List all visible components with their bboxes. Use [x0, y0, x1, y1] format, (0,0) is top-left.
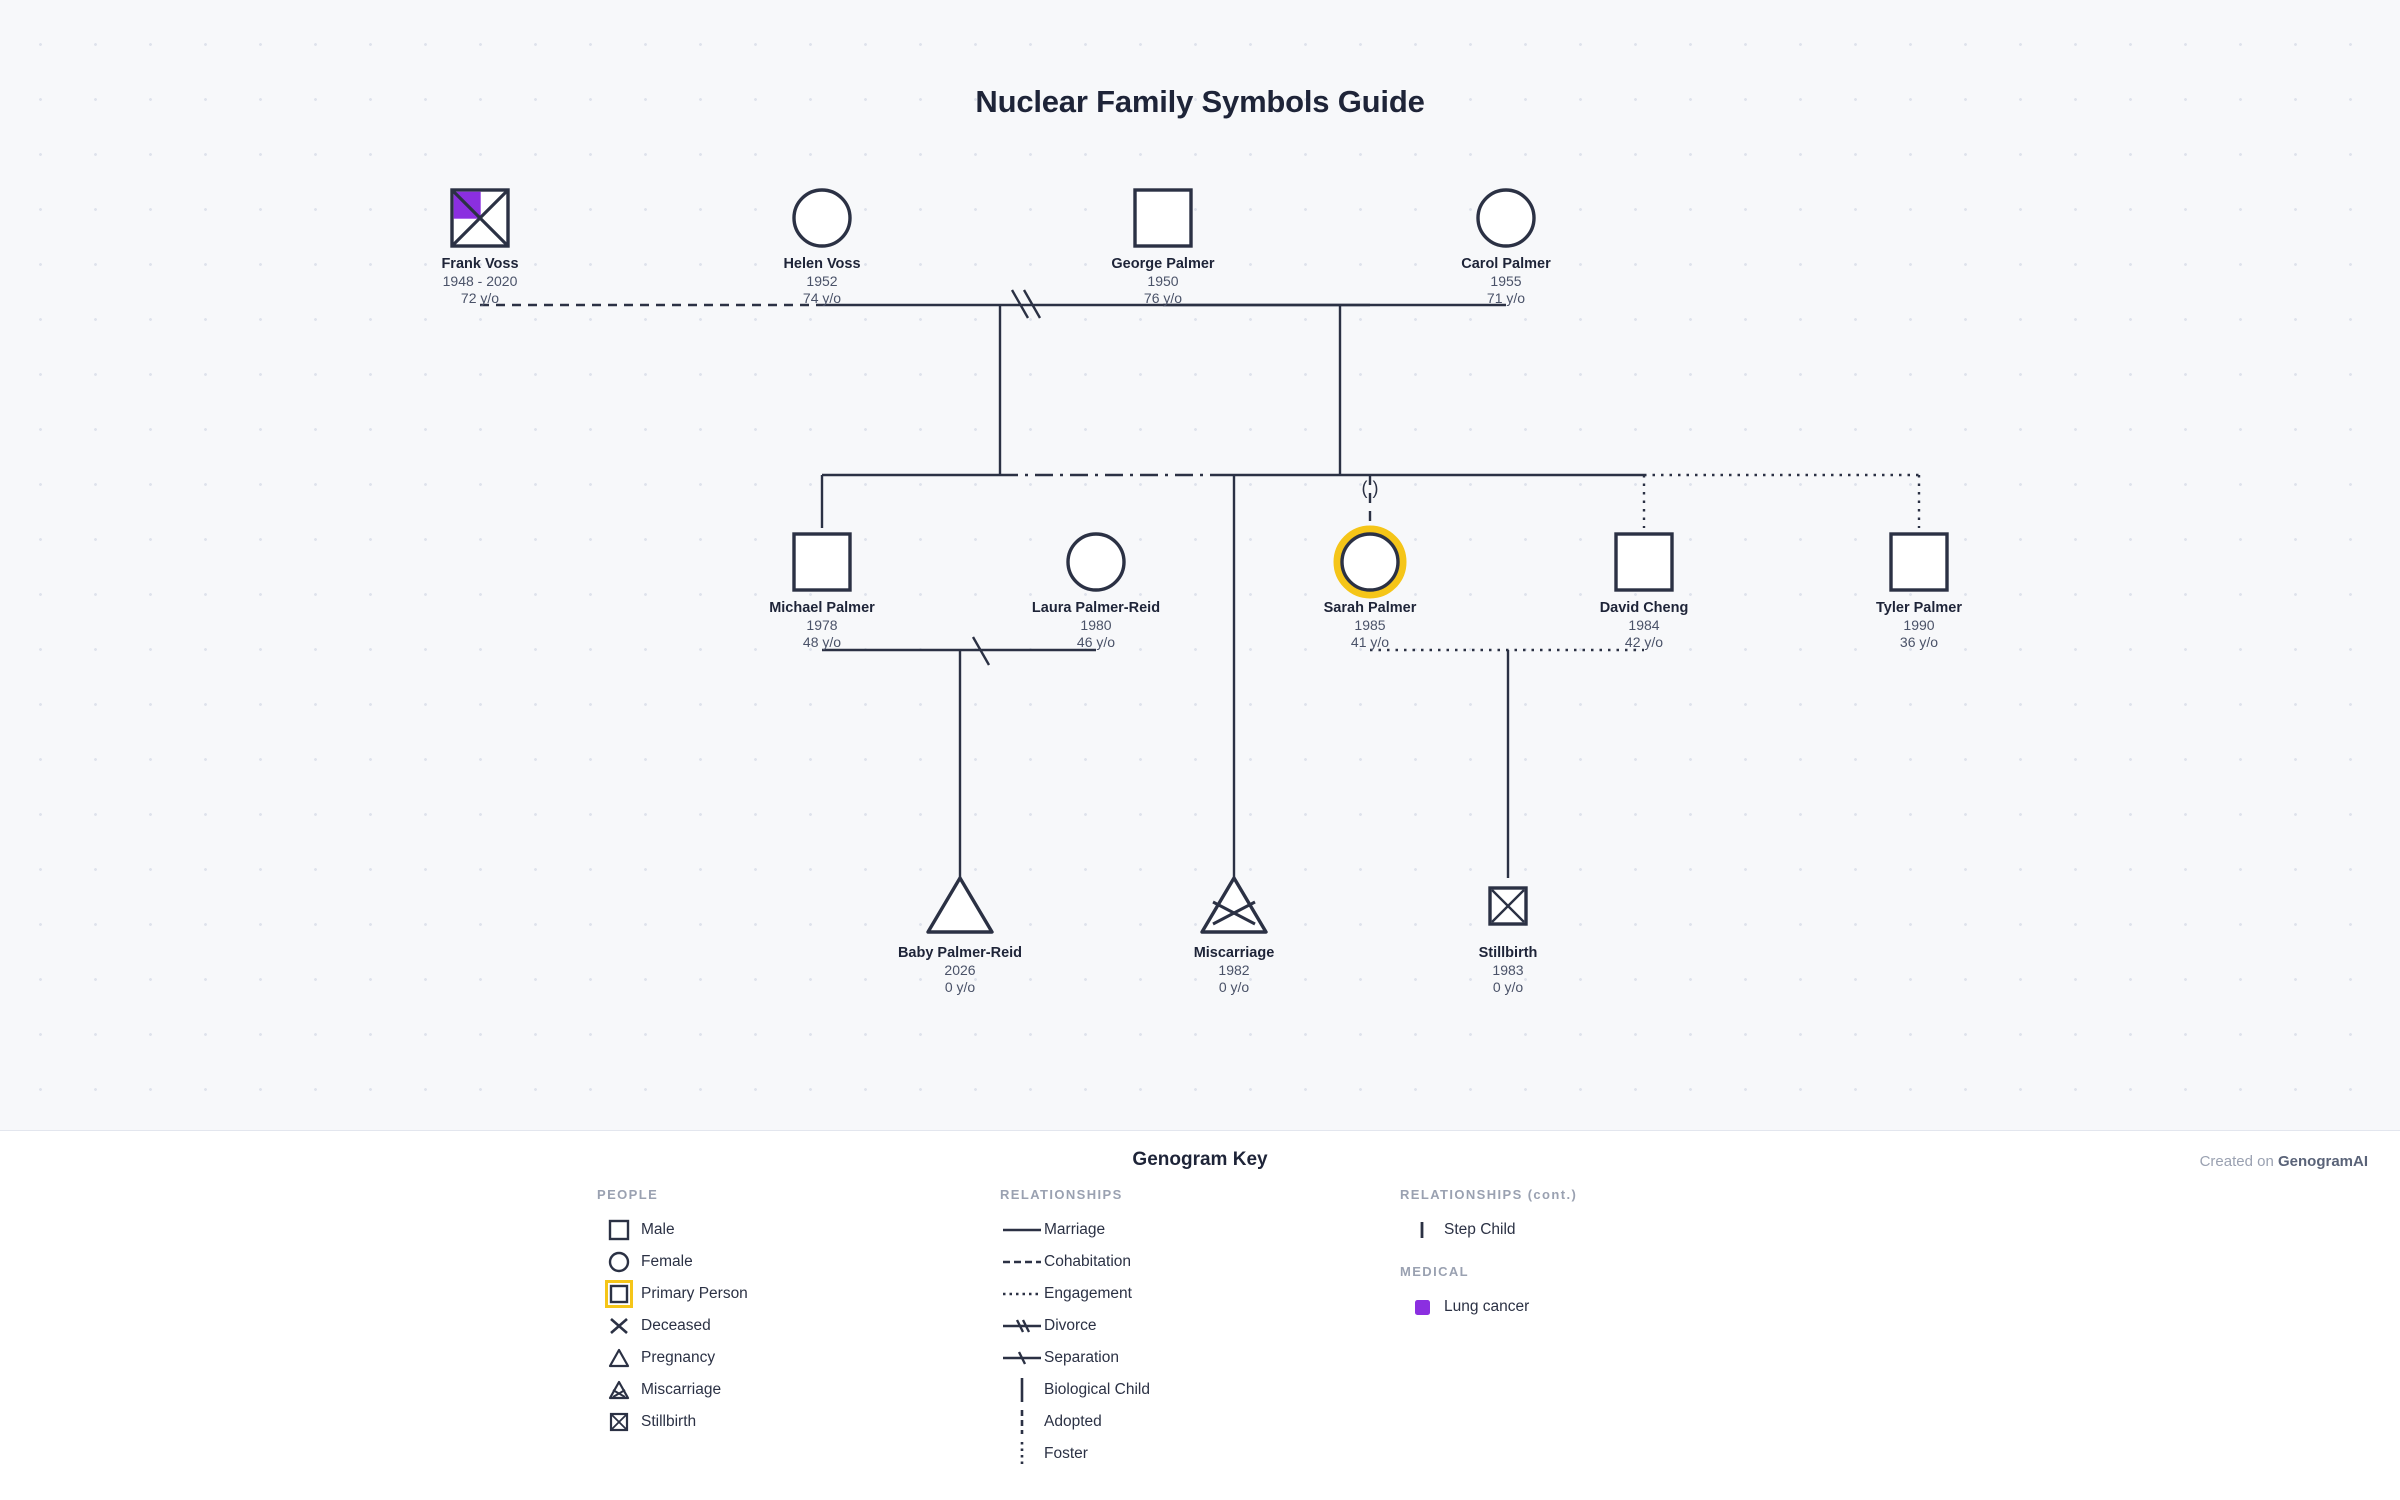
divorce-line-icon: [1000, 1310, 1044, 1342]
male-icon: [597, 1214, 641, 1246]
engagement-line-icon: [1000, 1278, 1044, 1310]
person-node-miscarriage[interactable]: [1200, 876, 1268, 934]
key-item-label: Primary Person: [641, 1285, 748, 1302]
marriage-line-icon: [1000, 1214, 1044, 1246]
person-node-george[interactable]: [1133, 188, 1193, 248]
biological-child-line-icon: [1000, 1374, 1044, 1406]
key-item-label: Lung cancer: [1444, 1298, 1530, 1315]
person-node-carol[interactable]: [1476, 188, 1536, 248]
page-title: Nuclear Family Symbols Guide: [975, 84, 1425, 119]
key-column-heading: RELATIONSHIPS (cont.): [1400, 1187, 1578, 1202]
key-item-divorce: Divorce: [1000, 1310, 1150, 1342]
key-item-label: Marriage: [1044, 1221, 1106, 1238]
cohabitation-line-icon: [1000, 1246, 1044, 1278]
key-item-marriage: Marriage: [1000, 1214, 1150, 1246]
lung-cancer-swatch-icon: [1400, 1291, 1444, 1323]
credit-prefix: Created on: [2199, 1153, 2278, 1170]
key-item-male: Male: [597, 1214, 748, 1246]
genogram-key-panel: Genogram Key Created on GenogramAI PEOPL…: [0, 1130, 2400, 1500]
person-node-helen[interactable]: [792, 188, 852, 248]
key-column-heading: RELATIONSHIPS: [1000, 1187, 1123, 1202]
primary-person-icon: [597, 1278, 641, 1310]
key-item-label: Miscarriage: [641, 1381, 722, 1398]
key-item-miscarriage: Miscarriage: [597, 1374, 748, 1406]
key-item-label: Engagement: [1044, 1285, 1132, 1302]
key-item-label: Foster: [1044, 1445, 1088, 1462]
separation-mark: [971, 636, 991, 666]
key-item-label: Deceased: [641, 1317, 711, 1334]
person-node-baby[interactable]: [926, 876, 994, 934]
key-item-foster: Foster: [1000, 1438, 1150, 1470]
key-item-biological-child: Biological Child: [1000, 1374, 1150, 1406]
genogram-edges: [480, 289, 1921, 878]
key-item-label: Adopted: [1044, 1413, 1102, 1430]
key-item-label: Pregnancy: [641, 1349, 716, 1366]
primary-person-ring: [1333, 525, 1407, 599]
step-child-line-icon: [1400, 1214, 1444, 1246]
key-item-separation: Separation: [1000, 1342, 1150, 1374]
key-item-primary-person: Primary Person: [597, 1278, 748, 1310]
adopted-marker: ( ): [1361, 478, 1379, 498]
key-item-stillbirth: Stillbirth: [597, 1406, 748, 1438]
key-column-relationships-cont: RELATIONSHIPS (cont.) Step Child MEDICAL…: [1400, 1187, 1577, 1323]
key-column-relationships: RELATIONSHIPS Marriage Cohabitation Enga…: [1000, 1187, 1150, 1470]
key-item-adopted: Adopted: [1000, 1406, 1150, 1438]
key-column-people: PEOPLE Male Female: [597, 1187, 748, 1438]
key-item-label: Biological Child: [1044, 1381, 1150, 1398]
key-item-cohabitation: Cohabitation: [1000, 1246, 1150, 1278]
key-item-label: Male: [641, 1221, 675, 1238]
miscarriage-icon: [597, 1374, 641, 1406]
person-node-sarah[interactable]: [1333, 525, 1407, 599]
key-column-heading: PEOPLE: [597, 1187, 659, 1202]
key-item-step-child: Step Child: [1400, 1214, 1577, 1246]
adopted-line-icon: [1000, 1406, 1044, 1438]
key-item-lung-cancer: Lung cancer: [1400, 1291, 1577, 1323]
key-item-deceased: Deceased: [597, 1310, 748, 1342]
person-node-tyler[interactable]: [1889, 532, 1949, 592]
key-title: Genogram Key: [1132, 1149, 1268, 1170]
genogram-nodes[interactable]: [0, 0, 2400, 1130]
deceased-x-2: [450, 188, 510, 248]
divorce-mark-1: [1010, 289, 1030, 319]
key-item-engagement: Engagement: [1000, 1278, 1150, 1310]
person-node-stillbirth[interactable]: [1488, 886, 1528, 926]
stillbirth-icon: [597, 1406, 641, 1438]
key-item-label: Step Child: [1444, 1221, 1516, 1238]
key-item-label: Female: [641, 1253, 693, 1270]
key-item-pregnancy: Pregnancy: [597, 1342, 748, 1374]
divorce-mark-2: [1022, 289, 1042, 319]
credit-line: Created on GenogramAI: [2200, 1153, 2368, 1170]
key-item-label: Separation: [1044, 1349, 1119, 1366]
female-icon: [597, 1246, 641, 1278]
key-item-label: Cohabitation: [1044, 1253, 1132, 1270]
key-item-female: Female: [597, 1246, 748, 1278]
genogram-canvas[interactable]: Nuclear Family Symbols Guide: [0, 0, 2400, 1130]
pregnancy-icon: [597, 1342, 641, 1374]
person-node-michael[interactable]: [792, 532, 852, 592]
key-item-label: Stillbirth: [641, 1413, 697, 1430]
person-node-david[interactable]: [1614, 532, 1674, 592]
separation-line-icon: [1000, 1342, 1044, 1374]
credit-brand: GenogramAI: [2277, 1153, 2368, 1170]
deceased-icon: [597, 1310, 641, 1342]
foster-line-icon: [1000, 1438, 1044, 1470]
person-node-frank[interactable]: [450, 188, 510, 248]
key-item-label: Divorce: [1044, 1317, 1097, 1334]
key-subsection-heading-medical: MEDICAL: [1400, 1264, 1470, 1279]
person-node-laura[interactable]: [1066, 532, 1126, 592]
